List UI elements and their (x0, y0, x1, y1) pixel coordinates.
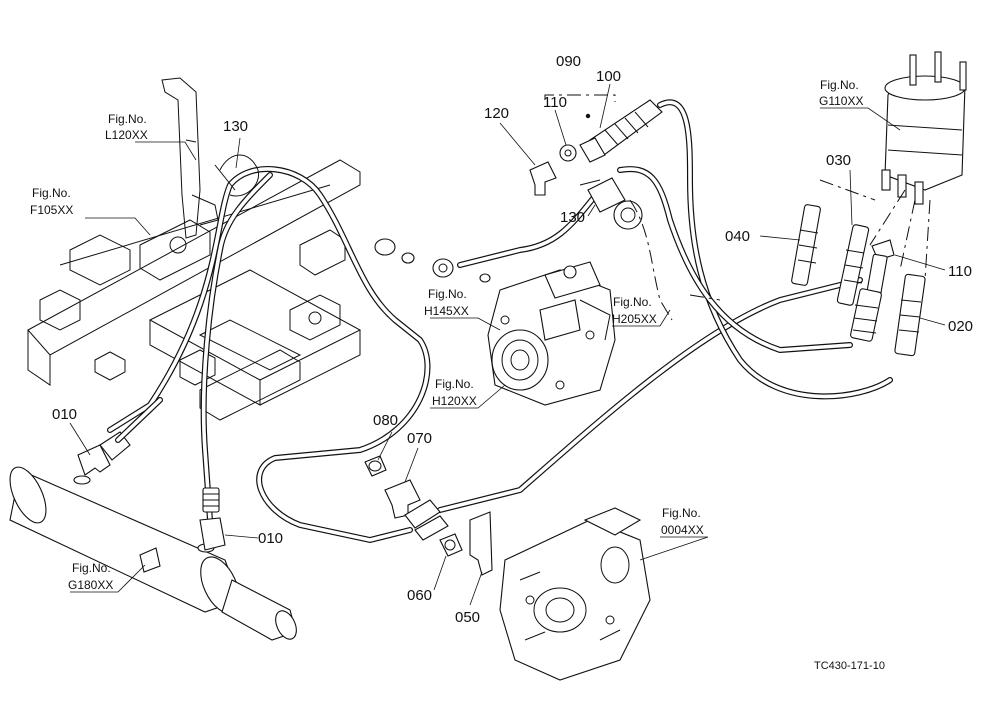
callout-120[interactable]: 120 (484, 105, 509, 122)
callout-010-bottom[interactable]: 010 (258, 530, 283, 547)
callout-070[interactable]: 070 (407, 430, 432, 447)
svg-text:Fig.No.: Fig.No. (428, 287, 467, 301)
drawing-code: TC430-171-10 (814, 660, 885, 672)
figref-g180[interactable]: Fig.No. G180XX (68, 561, 113, 592)
figref-g110[interactable]: Fig.No. G110XX (819, 78, 863, 108)
callout-110-top[interactable]: 110 (543, 94, 567, 111)
figref-h120[interactable]: Fig.No. H120XX (432, 377, 477, 408)
svg-text:F105XX: F105XX (30, 203, 73, 217)
transmission-case (499, 507, 651, 681)
callout-040[interactable]: 040 (725, 228, 750, 245)
figref-l120[interactable]: Fig.No. L120XX (105, 112, 148, 142)
svg-text:Fig.No.: Fig.No. (662, 506, 701, 520)
svg-text:H145XX: H145XX (424, 304, 469, 318)
hose-lines (107, 99, 893, 543)
banjo-fittings (374, 238, 491, 283)
callout-030[interactable]: 030 (826, 152, 851, 169)
svg-text:0004XX: 0004XX (661, 523, 704, 537)
svg-text:Fig.No.: Fig.No. (32, 186, 71, 200)
svg-text:H120XX: H120XX (432, 394, 477, 408)
svg-text:Fig.No.: Fig.No. (72, 561, 111, 575)
callout-130-left[interactable]: 130 (223, 118, 248, 135)
leader-dot (585, 113, 591, 119)
callout-020[interactable]: 020 (948, 318, 973, 335)
svg-text:H205XX: H205XX (612, 312, 657, 326)
svg-text:Fig.No.: Fig.No. (820, 78, 859, 92)
callout-050[interactable]: 050 (455, 609, 480, 626)
steering-cylinder (9, 466, 297, 641)
hydraulic-pump (487, 261, 616, 406)
hose-fittings (77, 99, 926, 576)
lever-assembly (161, 77, 219, 239)
leader-lines (69, 83, 946, 606)
figref-h205[interactable]: Fig.No. H205XX (612, 295, 657, 326)
callout-010-left[interactable]: 010 (52, 406, 77, 423)
callout-110-right[interactable]: 110 (948, 263, 972, 280)
callout-100[interactable]: 100 (596, 68, 621, 85)
callout-130-right[interactable]: 130 (560, 209, 585, 226)
figure-references: Fig.No. L120XX Fig.No. F105XX Fig.No. G1… (30, 78, 863, 592)
callout-090[interactable]: 090 (556, 53, 581, 70)
svg-text:Fig.No.: Fig.No. (108, 112, 147, 126)
svg-text:Fig.No.: Fig.No. (435, 377, 474, 391)
callout-080[interactable]: 080 (373, 412, 398, 429)
control-valve (881, 51, 967, 205)
callout-060[interactable]: 060 (407, 587, 432, 604)
phantom-lines (544, 94, 931, 321)
callout-labels: 130 120 110 090 100 130 030 040 110 020 … (52, 53, 973, 626)
svg-text:Fig.No.: Fig.No. (613, 295, 652, 309)
svg-text:G180XX: G180XX (68, 578, 113, 592)
figref-h145[interactable]: Fig.No. H145XX (424, 287, 469, 318)
frame-structure (27, 159, 362, 421)
svg-text:L120XX: L120XX (105, 128, 148, 142)
figref-f105[interactable]: Fig.No. F105XX (30, 186, 73, 217)
figref-0004[interactable]: Fig.No. 0004XX (661, 506, 704, 537)
svg-text:G110XX: G110XX (819, 94, 863, 108)
